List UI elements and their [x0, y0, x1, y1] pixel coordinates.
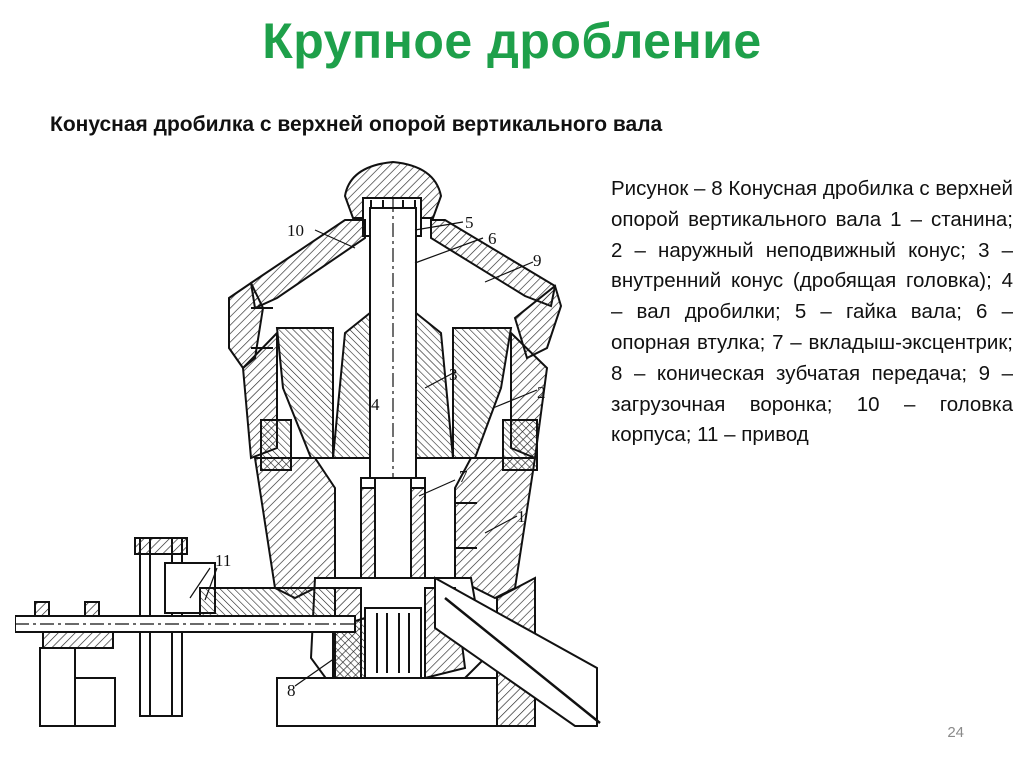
label-9: 9: [533, 251, 542, 270]
label-1: 1: [517, 507, 526, 526]
crusher-drawing: 10 5 6 9 2 3 4 7 1 8 11: [15, 158, 610, 733]
label-3: 3: [449, 365, 458, 384]
label-2: 2: [537, 383, 546, 402]
figure-caption: Рисунок – 8 Конусная дробилка с верхней …: [611, 177, 1013, 447]
label-10: 10: [287, 221, 304, 240]
page-number: 24: [947, 724, 964, 741]
label-4: 4: [371, 395, 380, 414]
label-8: 8: [287, 681, 296, 700]
label-11: 11: [215, 551, 231, 570]
slide-subtitle: Конусная дробилка с верхней опорой верти…: [50, 113, 663, 136]
slide-title: Крупное дробление: [262, 13, 762, 69]
label-5: 5: [465, 213, 474, 232]
label-6: 6: [488, 229, 497, 248]
label-7: 7: [459, 467, 468, 486]
